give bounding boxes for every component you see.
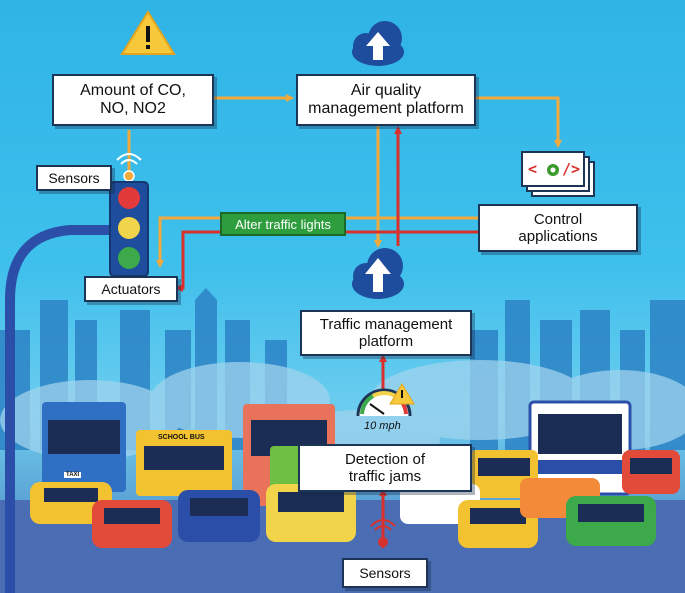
air-quality-platform-box: Air quality management platform	[296, 74, 476, 126]
detection-traffic-jams-box: Detection of traffic jams	[298, 444, 472, 492]
traffic-pole	[4, 225, 112, 593]
actuators-box: Actuators	[84, 276, 178, 302]
code-bracket-left: <	[528, 160, 538, 178]
code-bracket-right: />	[562, 160, 581, 178]
warning-icon	[120, 10, 176, 55]
traffic-light-icon	[109, 181, 149, 277]
cloud-upload-icon	[352, 248, 404, 299]
sensor-signal-icon	[116, 153, 142, 165]
taxi-label: TAXI	[64, 472, 82, 478]
alter-traffic-lights-label: Alter traffic lights	[220, 212, 346, 236]
control-applications-box: Control applications	[478, 204, 638, 252]
cloud-upload-icon	[352, 21, 404, 66]
sensors-top-box: Sensors	[36, 165, 112, 191]
traffic-management-platform-box: Traffic management platform	[300, 310, 472, 356]
sensor-signal-icon	[370, 519, 396, 547]
emissions-box: Amount of CO, NO, NO2	[52, 74, 214, 126]
code-window-icon	[521, 151, 595, 197]
school-bus-label: SCHOOL BUS	[158, 434, 205, 441]
orange-arrows	[127, 94, 562, 268]
front-cars	[30, 478, 656, 548]
sensors-bottom-box: Sensors	[342, 558, 428, 588]
speedometer-icon	[356, 383, 415, 417]
speed-readout: 10 mph	[364, 420, 401, 432]
